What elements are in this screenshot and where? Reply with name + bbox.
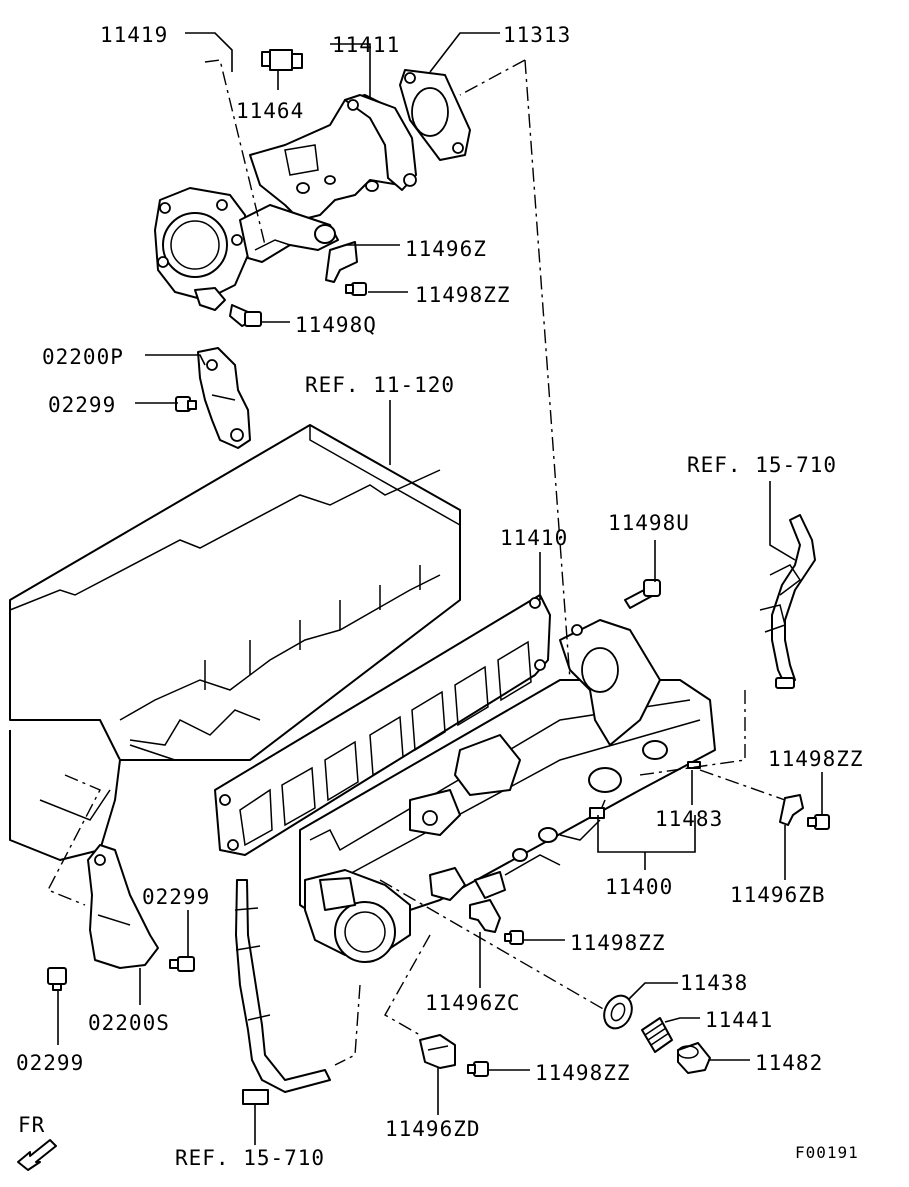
label-11498ZZ-bottom: 11498ZZ xyxy=(535,1061,631,1085)
cylinder-head-ref xyxy=(9,424,461,861)
clip-11483 xyxy=(687,761,701,769)
intake-manifold-11400 xyxy=(299,619,716,963)
bracket-11496ZD xyxy=(419,1034,456,1069)
bolt-02299-mid xyxy=(169,956,195,972)
label-ref-15-710-right: REF. 15-710 xyxy=(687,453,837,477)
label-fr: FR xyxy=(18,1113,45,1137)
label-11498ZZ-mid: 11498ZZ xyxy=(570,931,666,955)
throttle-body-11411 xyxy=(154,94,417,311)
label-02299-mid: 02299 xyxy=(142,885,210,909)
label-11400: 11400 xyxy=(605,875,673,899)
label-11441: 11441 xyxy=(705,1008,773,1032)
label-11498Q: 11498Q xyxy=(295,313,377,337)
bracket-02200S xyxy=(87,844,159,969)
label-ref-15-710-bottom: REF. 15-710 xyxy=(175,1146,325,1170)
hose-ref-15-710-right xyxy=(759,514,816,689)
bolt-11498ZZ-mid xyxy=(504,930,524,945)
label-11498ZZ-top: 11498ZZ xyxy=(415,283,511,307)
label-11313: 11313 xyxy=(503,23,571,47)
label-11498ZZ-right: 11498ZZ xyxy=(768,747,864,771)
bolt-11498Q xyxy=(229,304,262,327)
gasket-11313 xyxy=(399,69,471,161)
bolt-02299-top xyxy=(175,396,197,412)
label-ref-11-120: REF. 11-120 xyxy=(305,373,455,397)
bolt-11498U xyxy=(624,579,661,609)
bolt-02299-bottom xyxy=(47,967,67,991)
alignment-lines xyxy=(47,59,786,1066)
bracket-02200P xyxy=(197,347,251,449)
bolt-11498ZZ-right xyxy=(807,814,830,830)
figure-code: F00191 xyxy=(795,1143,859,1162)
label-11438: 11438 xyxy=(680,971,748,995)
bracket-11496ZB xyxy=(779,794,804,826)
spring-11441 xyxy=(641,1017,673,1053)
label-11498U: 11498U xyxy=(608,511,690,535)
label-11419: 11419 xyxy=(100,23,168,47)
seal-11438 xyxy=(603,994,633,1030)
leader-lines xyxy=(57,32,823,1145)
bolt-11498ZZ-bottom xyxy=(467,1061,489,1077)
label-11483: 11483 xyxy=(655,807,723,831)
hose-ref-15-710-bottom xyxy=(234,879,331,1105)
label-02200P: 02200P xyxy=(42,345,124,369)
label-11496ZC: 11496ZC xyxy=(425,991,521,1015)
bolt-11498ZZ-top xyxy=(345,282,367,296)
label-11411: 11411 xyxy=(332,33,400,57)
part-labels: 11419 11411 11313 11464 11496Z 11498ZZ 1… xyxy=(16,23,864,1170)
label-11496ZD: 11496ZD xyxy=(385,1117,481,1141)
label-02299-bottom: 02299 xyxy=(16,1051,84,1075)
label-11464: 11464 xyxy=(236,99,304,123)
label-11482: 11482 xyxy=(755,1051,823,1075)
bracket-11496ZC xyxy=(469,899,501,933)
label-11496Z: 11496Z xyxy=(405,237,487,261)
sensor-11464 xyxy=(261,49,303,90)
label-02200S: 02200S xyxy=(88,1011,170,1035)
intake-gasket-11410 xyxy=(214,594,551,856)
label-11410: 11410 xyxy=(500,526,568,550)
cap-11482 xyxy=(677,1042,711,1074)
front-direction-arrow-icon xyxy=(17,1139,57,1171)
label-02299-top: 02299 xyxy=(48,393,116,417)
label-11496ZB: 11496ZB xyxy=(730,883,826,907)
